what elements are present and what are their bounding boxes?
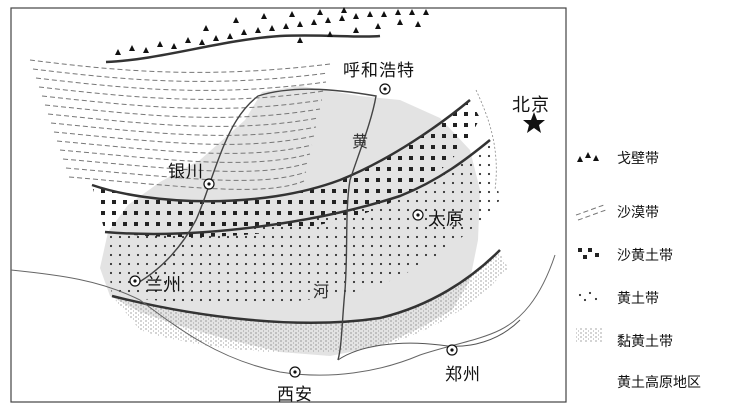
- gobi-triangle: [381, 11, 387, 17]
- legend-symbol-clay-loess: [576, 328, 602, 342]
- river-tributary: [337, 319, 521, 361]
- gobi-triangle: [171, 43, 177, 49]
- legend-label-sandy-loess: 沙黄土带: [617, 248, 673, 264]
- desert-dash-line: [44, 104, 321, 118]
- city-label-hohhot: 呼和浩特: [343, 61, 415, 81]
- desert-dash-line: [29, 59, 331, 73]
- gobi-triangle: [327, 31, 333, 37]
- gobi-triangle: [213, 35, 219, 41]
- gobi-triangle: [289, 11, 295, 17]
- legend-symbol-loess: [578, 291, 598, 302]
- border-south: [10, 254, 556, 376]
- desert-marks: [29, 59, 331, 190]
- desert-dash-line: [47, 113, 319, 127]
- gobi-triangle: [297, 37, 303, 43]
- desert-dash-line: [59, 149, 311, 163]
- clay-loess-band: [112, 250, 508, 353]
- desert-dash-line: [38, 86, 325, 100]
- gobi-triangle: [269, 25, 275, 31]
- river-label-he: 河: [313, 282, 330, 301]
- river-label-huang: 黄: [352, 132, 369, 151]
- gobi-triangle: [395, 9, 401, 15]
- gobi-triangle: [325, 17, 331, 23]
- gobi-triangle: [129, 45, 135, 51]
- gobi-triangle: [199, 39, 205, 45]
- city-marker-xian: [289, 366, 301, 378]
- desert-dash-line: [50, 122, 317, 136]
- map-frame: [10, 7, 567, 403]
- boundary-sandy-north: [91, 99, 471, 203]
- gobi-marks: [115, 7, 429, 55]
- gobi-triangle: [317, 9, 323, 15]
- boundary-loess-south: [111, 249, 501, 324]
- gobi-triangle: [409, 9, 415, 15]
- gobi-triangle: [283, 23, 289, 29]
- city-label-beijing: 北京: [512, 95, 550, 116]
- gobi-triangle: [157, 41, 163, 47]
- legend-symbol-sandy-loess: [578, 248, 599, 259]
- gobi-triangle: [115, 49, 121, 55]
- city-label-xian: 西安: [277, 385, 313, 405]
- legend-label-plateau: 黄土高原地区: [617, 375, 701, 391]
- gobi-triangle: [415, 21, 421, 27]
- gobi-triangle: [353, 27, 359, 33]
- city-marker-taiyuan: [412, 209, 424, 221]
- gobi-triangle: [203, 25, 209, 31]
- gobi-triangle: [339, 15, 345, 21]
- border-east: [475, 89, 497, 191]
- gobi-triangle: [423, 9, 429, 15]
- yellow-river: [135, 88, 377, 361]
- sandy-loess-band: [92, 100, 480, 238]
- boundary-sandy-south: [104, 139, 491, 236]
- gobi-triangle: [185, 37, 191, 43]
- gobi-triangle: [397, 19, 403, 25]
- gobi-triangle: [311, 19, 317, 25]
- desert-dash-line: [41, 95, 323, 109]
- legend-label-loess: 黄土带: [617, 291, 659, 307]
- city-label-taiyuan: 太原: [428, 210, 464, 230]
- gobi-triangle: [261, 13, 267, 19]
- legend-label-gobi: 戈壁带: [617, 151, 659, 167]
- legend-symbol-gobi: [577, 152, 599, 162]
- gobi-triangle: [255, 27, 261, 33]
- city-label-lanzhou: 兰州: [146, 275, 182, 295]
- desert-dash-line: [32, 68, 329, 82]
- gobi-triangle: [241, 29, 247, 35]
- desert-dash-line: [62, 158, 309, 172]
- gobi-triangle: [297, 21, 303, 27]
- desert-dash-line: [35, 77, 327, 91]
- desert-dash-line: [68, 176, 305, 190]
- legend-symbol-desert: [575, 204, 607, 221]
- city-label-zhengzhou: 郑州: [445, 365, 481, 385]
- gobi-triangle: [375, 23, 381, 29]
- gobi-triangle: [143, 47, 149, 53]
- capital-star-icon: [523, 112, 545, 133]
- city-marker-lanzhou: [129, 275, 141, 287]
- legend-label-clay-loess: 黏黄土带: [617, 334, 673, 350]
- gobi-triangle: [233, 17, 239, 23]
- city-label-yinchuan: 银川: [168, 162, 204, 182]
- legend-label-desert: 沙漠带: [617, 205, 659, 221]
- gobi-triangle: [341, 7, 347, 13]
- city-marker-yinchuan: [203, 178, 215, 190]
- city-marker-zhengzhou: [446, 344, 458, 356]
- gobi-boundary: [105, 34, 381, 64]
- gobi-triangle: [367, 11, 373, 17]
- city-marker-hohhot: [379, 83, 391, 95]
- gobi-triangle: [227, 33, 233, 39]
- gobi-triangle: [353, 13, 359, 19]
